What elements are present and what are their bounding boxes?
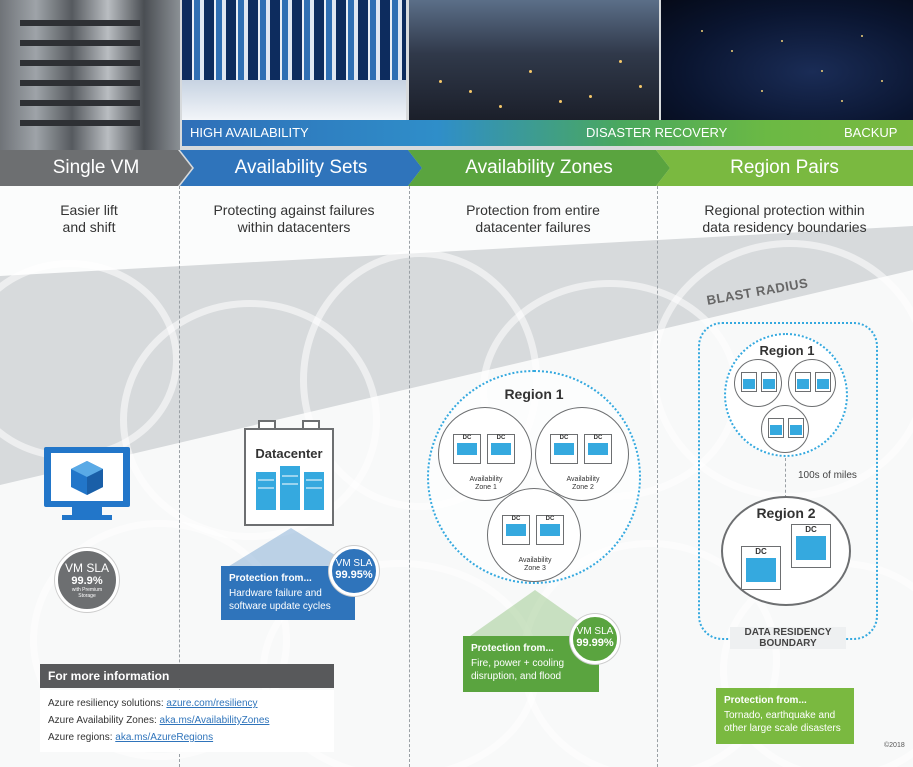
- earth-night-photo: [661, 0, 913, 120]
- datacenter-roof-left: [258, 420, 276, 430]
- protection-box-region-pairs: Protection from... Tornado, earthquake a…: [716, 688, 854, 744]
- section-header-single-vm: Single VM: [0, 150, 192, 186]
- dc-icon: DC: [741, 546, 781, 590]
- column-divider: [657, 186, 658, 767]
- dc-icon: DC: [453, 434, 481, 464]
- dc-icon: DC: [536, 515, 564, 545]
- availability-zone: [788, 359, 836, 407]
- region-pair-region-1-title: Region 1: [759, 343, 815, 358]
- vm-sla-badge-availability-sets: VM SLA 99.95%: [329, 546, 379, 596]
- distance-label: 100s of miles: [798, 470, 857, 481]
- dc-icon: [761, 372, 777, 392]
- category-bar: HIGH AVAILABILITY DISASTER RECOVERY BACK…: [182, 120, 913, 146]
- distance-line: [785, 458, 786, 498]
- city-night-photo: [409, 0, 659, 120]
- dc-icon: DC: [502, 515, 530, 545]
- protection-box-availability-sets: Protection from... Hardware failure and …: [221, 566, 355, 620]
- server-rack-icon: [256, 466, 324, 510]
- datacenter-roof-right: [302, 420, 320, 430]
- resiliency-link[interactable]: azure.com/resiliency: [166, 698, 258, 709]
- copyright: ©2018: [884, 742, 905, 749]
- datacenter-photo: [182, 0, 406, 120]
- section-header-region-pairs: Region Pairs: [656, 150, 913, 186]
- high-availability-label: HIGH AVAILABILITY: [190, 125, 309, 140]
- disaster-recovery-label: DISASTER RECOVERY: [586, 125, 728, 140]
- dc-icon: [788, 418, 804, 438]
- vm-cube-icon: [71, 461, 103, 495]
- azure-regions-link[interactable]: aka.ms/AzureRegions: [115, 732, 214, 743]
- availability-zone: [761, 405, 809, 453]
- info-row: Azure Availability Zones: aka.ms/Availab…: [48, 715, 270, 726]
- server-rack-photo: [0, 0, 180, 150]
- vm-sla-badge-availability-zones: VM SLA 99.99%: [570, 614, 620, 664]
- region-pair-region-2-title: Region 2: [756, 505, 816, 521]
- backup-label: BACKUP: [844, 125, 898, 140]
- dc-icon: [795, 372, 811, 392]
- region-pair-region-2: DC DC: [721, 496, 851, 606]
- info-panel-heading: For more information: [40, 664, 334, 688]
- datacenter-icon: [244, 428, 334, 526]
- region-1-title: Region 1: [504, 386, 564, 402]
- dc-icon: DC: [584, 434, 612, 464]
- info-row: Azure regions: aka.ms/AzureRegions: [48, 732, 214, 743]
- column-divider: [409, 186, 410, 767]
- datacenter-label: Datacenter: [255, 446, 323, 461]
- info-panel: Azure resiliency solutions: azure.com/re…: [40, 690, 334, 752]
- dc-icon: DC: [791, 524, 831, 568]
- column-divider: [179, 186, 180, 767]
- dc-icon: [741, 372, 757, 392]
- monitor-base: [62, 515, 112, 520]
- section-header-availability-zones: Availability Zones: [408, 150, 670, 186]
- availability-zones-link[interactable]: aka.ms/AvailabilityZones: [159, 715, 270, 726]
- section-header-availability-sets: Availability Sets: [180, 150, 422, 186]
- region-pair-region-1: [724, 333, 848, 457]
- availability-zone: [734, 359, 782, 407]
- dc-icon: [768, 418, 784, 438]
- vm-sla-badge-single: VM SLA 99.9% with Premium Storage: [55, 548, 119, 612]
- dc-icon: [815, 372, 831, 392]
- vm-screen: [51, 453, 123, 501]
- info-row: Azure resiliency solutions: azure.com/re…: [48, 698, 258, 709]
- dc-icon: DC: [550, 434, 578, 464]
- dc-icon: DC: [487, 434, 515, 464]
- monitor-stand: [72, 507, 102, 515]
